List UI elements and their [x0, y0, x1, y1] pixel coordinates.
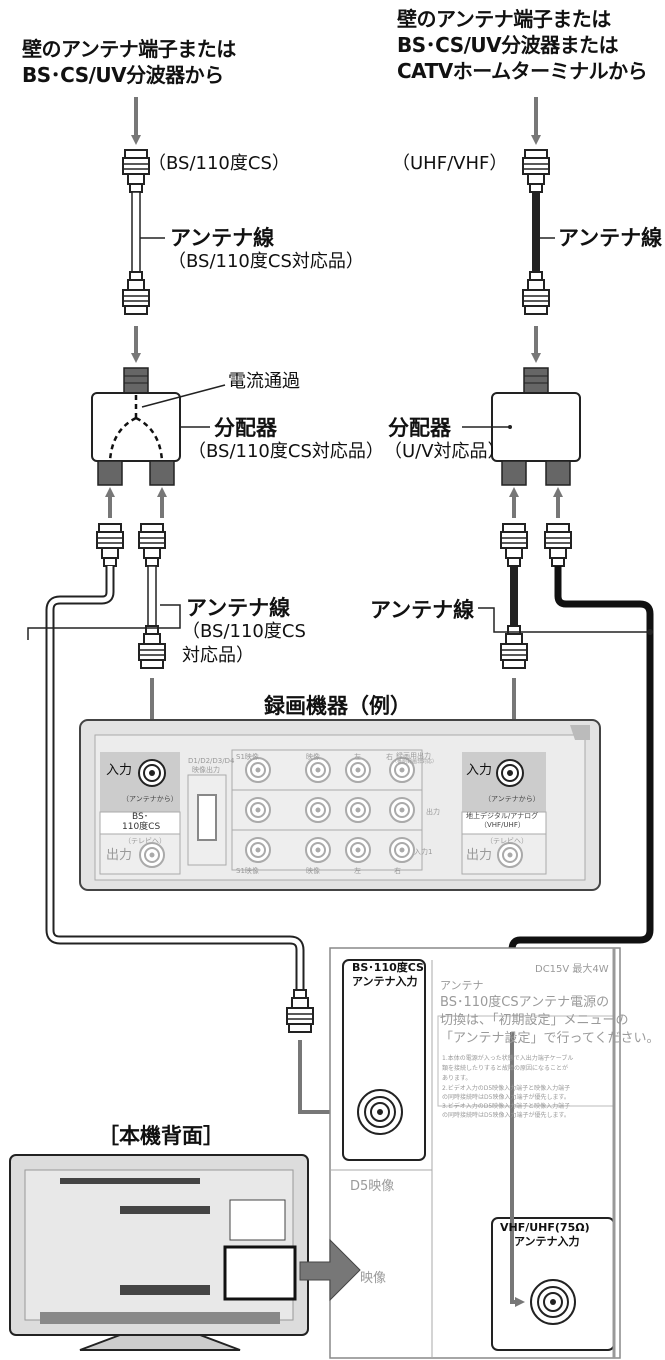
recorder-right-name1: 地上デジタル/アナログ: [466, 812, 539, 820]
panel-warn6: 3.ビデオ入力のD5映像入力端子と映像入力端子: [442, 1103, 571, 1110]
recorder-rec-out2: （番組録画非対応）: [392, 759, 438, 765]
recorder-left-in-note: （アンテナから）: [122, 795, 178, 803]
recorder-rec-out1: 録画用出力: [396, 752, 431, 760]
recorder-right-ch: 右: [386, 753, 393, 761]
panel-warn4: 2.ビデオ入力のD5映像入力端子と映像入力端子: [442, 1085, 571, 1092]
left-out-cable-sub2: 対応品）: [182, 645, 254, 666]
panel-vhf2: アンテナ入力: [514, 1235, 580, 1248]
recorder-left-ch: 左: [354, 753, 361, 761]
recorder-left-name2: 110度CS: [122, 822, 161, 832]
left-splitter: [91, 367, 181, 486]
recorder-video: 映像: [306, 753, 320, 761]
recorder-right-out-note: （テレビへ）: [486, 837, 528, 845]
left-plug-label: （BS/110度CS）: [148, 153, 290, 174]
panel-bs-input1: BS･110度CS: [352, 961, 424, 974]
recorder-in1: 入力1: [414, 848, 433, 856]
recorder-d-label1: D1/D2/D3/D4: [188, 757, 235, 765]
recorder-left-out-label: 出力: [106, 848, 133, 863]
recorder-left-name1: BS･: [132, 812, 149, 822]
current-pass-label: 電流通過: [228, 371, 300, 392]
right-splitter-title: 分配器: [388, 416, 451, 440]
recorder-right-name2: （VHF/UHF）: [480, 821, 525, 829]
right-plug-label: （UHF/VHF）: [392, 153, 508, 174]
left-lower-plug: [122, 271, 150, 315]
recorder-right-out-label: 出力: [466, 848, 493, 863]
panel-dc: DC15V 最大4W: [535, 964, 609, 975]
panel-antenna-small: アンテナ: [440, 979, 484, 992]
zoom-arrow: [299, 1238, 361, 1302]
recorder-title: 録画機器（例）: [264, 694, 411, 718]
left-out-cable-sub1: （BS/110度CS: [182, 621, 306, 642]
recorder-s1: S1映像: [236, 753, 259, 761]
panel-notice1: BS･110度CSアンテナ電源の: [440, 995, 610, 1010]
panel-notice3: 「アンテナ設定」で行ってください。: [440, 1031, 660, 1046]
left-top-plug: [122, 149, 150, 193]
recorder-right-in-note: （アンテナから）: [484, 795, 540, 803]
left-cable-sub: （BS/110度CS対応品）: [168, 251, 364, 272]
panel-warn7: の同時接続時はD5映像入力端子が優先します。: [442, 1112, 570, 1119]
panel-d5: D5映像: [350, 1179, 395, 1194]
left-source-line2: BS･CS/UV分波器から: [22, 63, 224, 87]
right-splitter: [491, 367, 581, 486]
panel-notice2: 切換は、「初期設定」メニューの: [440, 1013, 629, 1028]
recorder-d-label2: 映像出力: [192, 766, 220, 774]
panel-vhf1: VHF/UHF(75Ω): [500, 1221, 590, 1234]
left-bs-cable: [131, 191, 141, 273]
right-out-cable-title: アンテナ線: [370, 598, 475, 622]
right-top-plug: [522, 149, 550, 193]
recorder-right-in-label: 入力: [466, 763, 493, 778]
recorder-videob: 映像: [306, 867, 320, 875]
right-source-line1: 壁のアンテナ端子または: [397, 7, 611, 31]
right-lower-plug: [522, 271, 550, 315]
left-splitter-title: 分配器: [214, 416, 277, 440]
vhf-cable-to-tv: [508, 566, 654, 990]
recorder-device: [79, 719, 601, 891]
right-uv-cable: [532, 192, 540, 272]
left-source-line1: 壁のアンテナ端子または: [22, 37, 236, 61]
tv-back: [9, 1154, 309, 1351]
tv-back-label: ［本機背面］: [98, 1124, 224, 1148]
recorder-leftb: 左: [354, 867, 361, 875]
recorder-left-in-label: 入力: [106, 763, 133, 778]
right-cable-title: アンテナ線: [558, 226, 663, 250]
recorder-s1b: S1映像: [236, 867, 259, 875]
left-cable-title: アンテナ線: [170, 226, 275, 250]
right-source-line3: CATVホームターミナルから: [397, 59, 648, 83]
panel-video: 映像: [360, 1271, 387, 1286]
panel-warn5: の同時接続時はD5映像入力端子が優先します。: [442, 1094, 570, 1101]
panel-warn3: あります。: [442, 1075, 472, 1082]
recorder-rightb: 右: [394, 867, 401, 875]
right-splitter-sub: （U/V対応品）: [384, 441, 506, 462]
panel-bs-input2: アンテナ入力: [352, 975, 418, 988]
recorder-left-out-note: （テレビへ）: [124, 837, 166, 845]
left-out-cable-title: アンテナ線: [186, 596, 291, 620]
panel-warn1: 1.本体の電源が入った状態で入出力端子ケーブル: [442, 1055, 574, 1062]
left-splitter-sub: （BS/110度CS対応品）: [188, 441, 384, 462]
panel-warn2: 類を接続したりすると故障の原因になることが: [442, 1065, 569, 1072]
right-source-line2: BS･CS/UV分波器または: [397, 33, 619, 57]
recorder-out: 出力: [426, 808, 440, 816]
